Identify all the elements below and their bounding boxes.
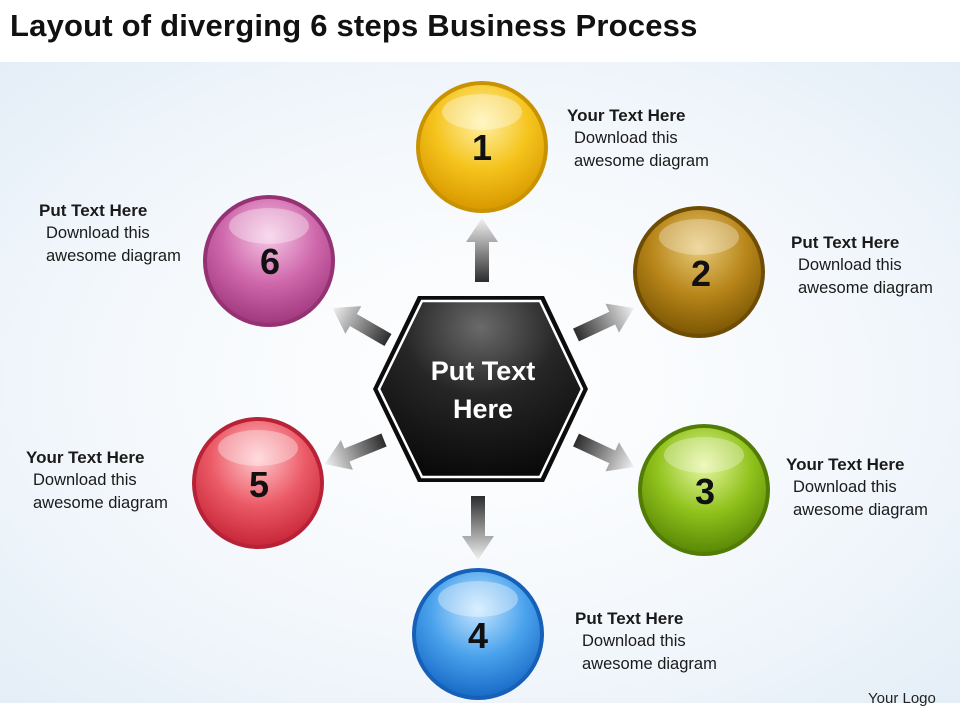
step-5-description: Download this awesome diagram xyxy=(26,469,168,515)
diagram-canvas: Put Text Here 1 2 3 4 xyxy=(0,62,960,703)
page-title: Layout of diverging 6 steps Business Pro… xyxy=(10,8,698,43)
hub-label-line1: Put Text xyxy=(431,356,536,386)
arrow-to-step-5 xyxy=(324,433,387,470)
step-5-line1: Download this xyxy=(33,471,137,489)
step-2-heading: Put Text Here xyxy=(791,233,900,252)
step-6-number: 6 xyxy=(260,241,280,282)
step-3-line1: Download this xyxy=(793,478,897,496)
step-3-description: Download this awesome diagram xyxy=(786,476,928,522)
step-4-number: 4 xyxy=(468,615,488,656)
step-6-callout: Put Text Here Download this awesome diag… xyxy=(39,199,181,268)
step-5-heading: Your Text Here xyxy=(26,448,145,467)
arrow-to-step-6 xyxy=(332,306,392,347)
step-1-circle: 1 xyxy=(416,81,548,213)
arrow-to-step-2 xyxy=(573,303,635,342)
step-2-line1: Download this xyxy=(798,256,902,274)
step-6-line2: awesome diagram xyxy=(46,247,181,265)
step-1-heading: Your Text Here xyxy=(567,106,686,125)
step-6-description: Download this awesome diagram xyxy=(39,222,181,268)
step-5-callout: Your Text Here Download this awesome dia… xyxy=(26,446,168,515)
diagram-svg: Put Text Here 1 2 3 4 xyxy=(192,81,770,700)
step-3-callout: Your Text Here Download this awesome dia… xyxy=(786,453,928,522)
step-1-description: Download this awesome diagram xyxy=(567,127,709,173)
step-4-callout: Put Text Here Download this awesome diag… xyxy=(575,607,717,676)
hub-hexagon: Put Text Here xyxy=(373,296,588,482)
step-1-line1: Download this xyxy=(574,129,678,147)
step-3-heading: Your Text Here xyxy=(786,455,905,474)
step-4-heading: Put Text Here xyxy=(575,609,684,628)
arrow-to-step-3 xyxy=(573,433,635,472)
step-6-heading: Put Text Here xyxy=(39,201,148,220)
step-5-circle: 5 xyxy=(192,417,324,549)
step-1-callout: Your Text Here Download this awesome dia… xyxy=(567,104,709,173)
step-2-description: Download this awesome diagram xyxy=(791,254,933,300)
step-1-line2: awesome diagram xyxy=(574,152,709,170)
hub-label-line2: Here xyxy=(453,394,513,424)
step-4-description: Download this awesome diagram xyxy=(575,630,717,676)
arrow-to-step-4 xyxy=(462,496,494,560)
title-bar: Layout of diverging 6 steps Business Pro… xyxy=(0,0,960,62)
step-4-line1: Download this xyxy=(582,632,686,650)
step-1-number: 1 xyxy=(472,127,492,168)
step-2-line2: awesome diagram xyxy=(798,279,933,297)
step-2-number: 2 xyxy=(691,253,711,294)
step-5-line2: awesome diagram xyxy=(33,494,168,512)
step-3-line2: awesome diagram xyxy=(793,501,928,519)
step-6-circle: 6 xyxy=(203,195,335,327)
arrow-to-step-1 xyxy=(466,218,498,282)
step-2-circle: 2 xyxy=(633,206,765,338)
step-2-callout: Put Text Here Download this awesome diag… xyxy=(791,231,933,300)
step-3-number: 3 xyxy=(695,471,715,512)
logo-placeholder: Your Logo xyxy=(868,690,936,707)
step-5-number: 5 xyxy=(249,464,269,505)
step-3-circle: 3 xyxy=(638,424,770,556)
step-4-line2: awesome diagram xyxy=(582,655,717,673)
step-6-line1: Download this xyxy=(46,224,150,242)
step-4-circle: 4 xyxy=(412,568,544,700)
